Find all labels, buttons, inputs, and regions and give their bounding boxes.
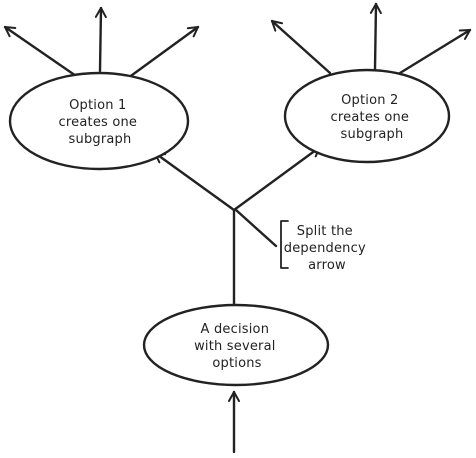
decision-label-line: with several [194, 339, 276, 354]
option2-out-arrow-right [398, 28, 472, 75]
branch-arrow-right [232, 145, 322, 212]
branch-arrow-left [153, 151, 236, 212]
option2-out-arrow-up [369, 2, 382, 71]
option2-label-line: creates one [331, 110, 410, 125]
option2-label-line: subgraph [341, 127, 404, 142]
decision-node [142, 303, 330, 387]
option1-out-arrow-right [126, 25, 200, 80]
option2-label: Option 2 creates one subgraph [331, 93, 414, 142]
option2-label-line: Option 2 [341, 93, 398, 108]
option1-label-line: subgraph [69, 132, 132, 147]
option1-label-line: Option 1 [69, 98, 126, 113]
annotation-line: dependency [284, 241, 366, 256]
annotation-label: Split the dependency arrow [284, 224, 370, 273]
option1-out-arrow-left [3, 25, 81, 80]
annotation-pointer [234, 208, 278, 248]
option1-out-arrow-up [94, 6, 107, 73]
option1-label-line: creates one [59, 115, 138, 130]
annotation-bracket [280, 220, 289, 269]
option2-node [283, 68, 451, 164]
decision-label: A decision with several options [194, 322, 280, 371]
decision-label-line: options [212, 356, 261, 371]
decision-label-line: A decision [201, 322, 270, 337]
option2-out-arrow-left [270, 19, 332, 75]
option1-label: Option 1 creates one subgraph [59, 98, 142, 147]
annotation-line: Split the [297, 224, 353, 239]
annotation-line: arrow [308, 258, 346, 273]
option1-node [8, 71, 190, 171]
